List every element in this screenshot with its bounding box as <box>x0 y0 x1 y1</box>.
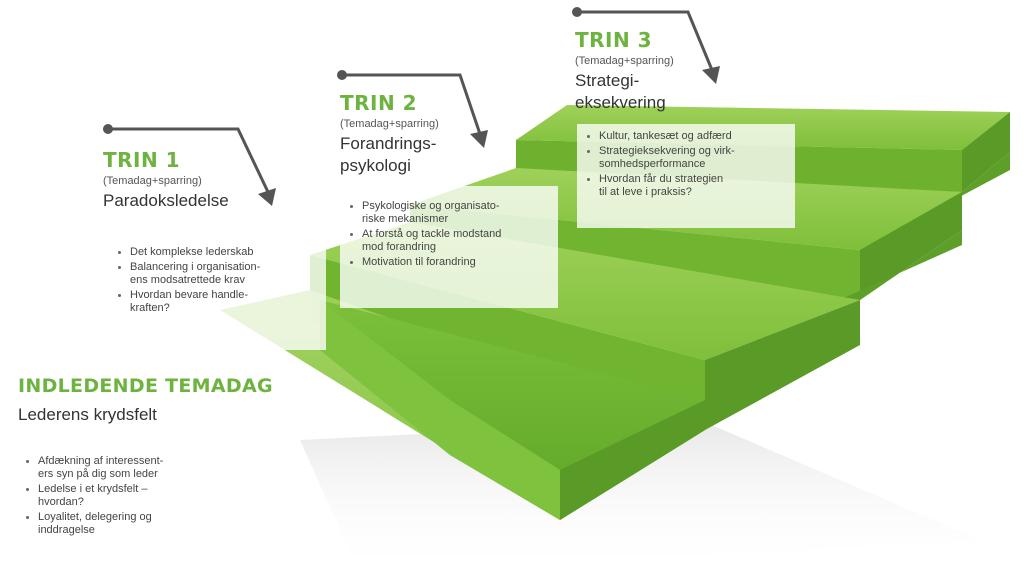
arrow-icon <box>337 70 488 148</box>
intro-title: INDLEDENDE TEMADAG <box>18 375 273 397</box>
list-item: Psykologiske og organisato- riske mekani… <box>362 200 558 226</box>
list-item: Ledelse i et krydsfelt – hvordan? <box>38 483 222 509</box>
arrow-icon <box>103 124 276 206</box>
step1-bullet-list: Det komplekse lederskab Balancering i or… <box>114 246 326 315</box>
step3-bullet-list: Kultur, tankesæt og adfærd Strategieksek… <box>583 130 795 199</box>
arrow-icon <box>572 7 720 84</box>
step1-name: Paradoksledelse <box>103 191 229 210</box>
step3-subtitle: (Temadag+sparring) <box>575 55 674 67</box>
step2-title: TRIN 2 <box>340 91 418 115</box>
step2-side <box>860 192 962 300</box>
step3-name: Strategi- eksekvering <box>575 71 666 112</box>
step1-title: TRIN 1 <box>103 148 181 172</box>
intro-bullet-list: Afdækning af interessent- ers syn på dig… <box>22 455 222 537</box>
list-item: Loyalitet, delegering og inddragelse <box>38 511 222 537</box>
base-side <box>560 400 705 520</box>
base-left-front <box>320 300 560 520</box>
list-item: Motivation til forandring <box>362 256 558 269</box>
list-item: Hvordan bevare handle- kraften? <box>130 289 326 315</box>
step2-name: Forandrings- psykologi <box>340 134 437 175</box>
step2-label: TRIN 2 (Temadag+sparring) Forandrings- p… <box>340 91 540 177</box>
step3-side <box>962 112 1010 192</box>
step1-label: TRIN 1 (Temadag+sparring) Paradoksledels… <box>103 148 303 212</box>
list-item: Kultur, tankesæt og adfærd <box>599 130 795 143</box>
step3-bullets-box: Kultur, tankesæt og adfærd Strategieksek… <box>577 124 795 228</box>
intro-bullets: Afdækning af interessent- ers syn på dig… <box>22 455 222 539</box>
list-item: Hvordan får du strategien til at leve i … <box>599 173 795 199</box>
list-item: Strategieksekvering og virk- somhedsperf… <box>599 145 795 171</box>
list-item: Balancering i organisation- ens modsatre… <box>130 261 326 287</box>
step1-side <box>705 300 860 430</box>
step2-bullet-list: Psykologiske og organisato- riske mekani… <box>346 200 558 269</box>
list-item: At forstå og tackle modstand mod forandr… <box>362 228 558 254</box>
list-item: Det komplekse lederskab <box>130 246 326 259</box>
step2-subtitle: (Temadag+sparring) <box>340 118 439 130</box>
step3-label: TRIN 3 (Temadag+sparring) Strategi- ekse… <box>575 28 775 114</box>
step1-subtitle: (Temadag+sparring) <box>103 175 202 187</box>
step2-bullets-box: Psykologiske og organisato- riske mekani… <box>340 186 558 308</box>
step1-bullets-box: Det komplekse lederskab Balancering i or… <box>108 242 326 350</box>
step3-title: TRIN 3 <box>575 28 653 52</box>
intro-name: Lederens krydsfelt <box>18 405 157 424</box>
list-item: Afdækning af interessent- ers syn på dig… <box>38 455 222 481</box>
intro-label: INDLEDENDE TEMADAG Lederens krydsfelt <box>18 374 318 426</box>
